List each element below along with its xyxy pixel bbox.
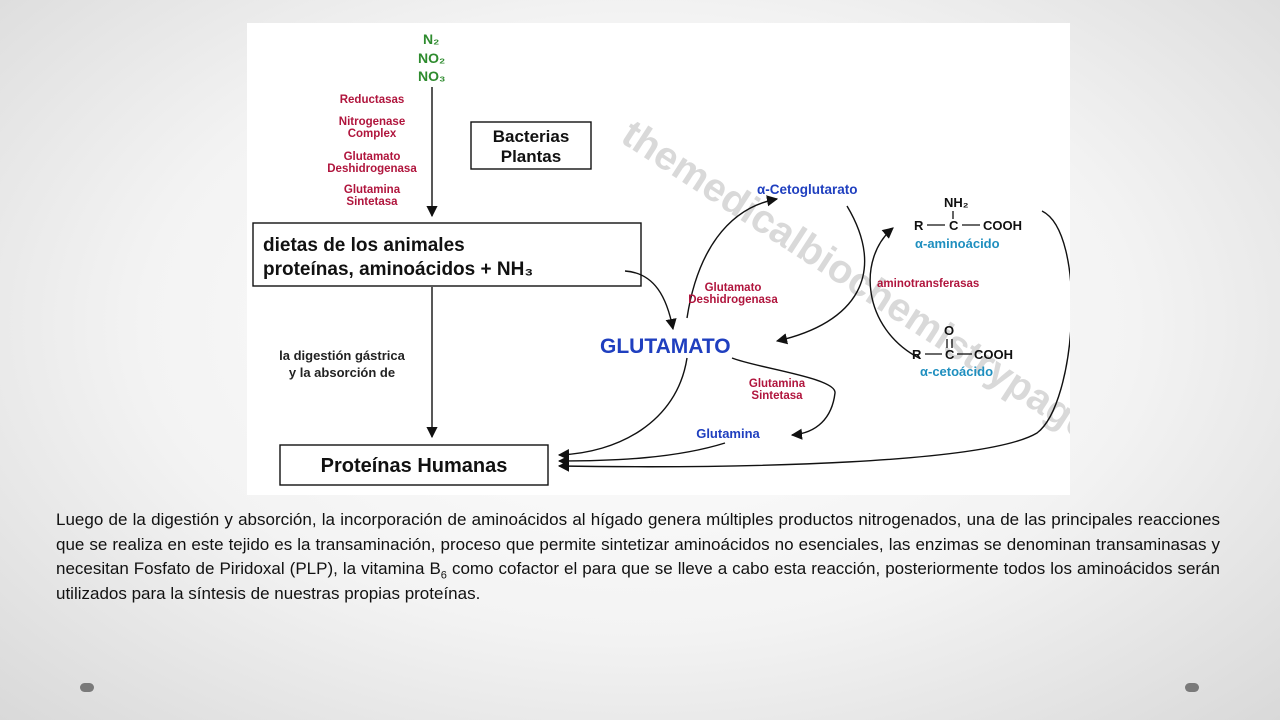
aminoacid-cooh: COOH [983, 218, 1022, 233]
ketoacid-cooh: COOH [974, 347, 1013, 362]
aminoacid-c: C [949, 218, 959, 233]
dietas-box [252, 222, 642, 287]
caption-subscript: 6 [440, 569, 447, 582]
arrow-glutamina-to-proteinas [557, 442, 726, 467]
arrow-glutamato-to-proteinas [557, 357, 688, 461]
arrow-glutamato-to-cetoglutarato [686, 195, 779, 319]
watermark-text: themedicalbiochemistrypage.org [614, 112, 1070, 490]
cetoglutarato-label: α-Cetoglutarato [757, 182, 858, 197]
caption-paragraph: Luego de la digestión y absorción, la in… [56, 508, 1220, 606]
ketoacid-o: O [944, 323, 954, 338]
arrow-aminoacid-to-proteinas [557, 210, 1070, 472]
arrow-glutamato-to-glutamina [731, 357, 836, 440]
arrow-cetoglutarato-to-glutamato [775, 205, 866, 345]
aminotransferasas-label: aminotransferasas [877, 278, 979, 290]
glutamina-s-left-1: Glutamina [344, 184, 401, 196]
decorative-dot-left [80, 683, 94, 692]
no2-label: NO₂ [418, 50, 445, 66]
ketoacid-r: R [912, 347, 922, 362]
ketoacid-name: α-cetoácido [920, 364, 993, 379]
proteinas-humanas-label: Proteínas Humanas [321, 455, 508, 477]
n2-label: N₂ [423, 31, 439, 47]
bacterias-plantas-box [470, 121, 592, 170]
aminoacid-name: α-aminoácido [915, 236, 1000, 251]
glutamato-dh-left-1: Glutamato [344, 151, 401, 163]
glutamina-s-right-1: Glutamina [749, 378, 806, 390]
ketoacid-c: C [945, 347, 955, 362]
glutamina-s-left-2: Sintetasa [346, 196, 398, 208]
nitrogenase-label-2: Complex [348, 128, 397, 140]
glutamato-dh-left-2: Deshidrogenasa [327, 163, 417, 175]
caption-text-part2: como cofactor el para que se lleve a cab… [56, 559, 1220, 603]
decorative-dot-right [1185, 683, 1199, 692]
diagram-svg: themedicalbiochemistrypage.org N₂ NO₂ NO… [252, 31, 1070, 490]
glutamato-label: GLUTAMATO [600, 335, 731, 358]
arrow-ketoacid-to-aminoacid [869, 227, 920, 359]
nitrogenase-label-1: Nitrogenase [339, 116, 405, 128]
bacterias-label: Bacterias [493, 127, 570, 146]
caption-text-part1: Luego de la digestión y absorción, la in… [56, 510, 1220, 578]
glutamato-dh-right-1: Glutamato [705, 282, 762, 294]
glutamina-label: Glutamina [696, 426, 760, 441]
dietas-line-2: proteínas, aminoácidos + NH₃ [263, 259, 533, 280]
proteinas-humanas-box [279, 444, 549, 486]
digestion-line-2: y la absorción de [289, 365, 395, 380]
aminoacid-nh2: NH₂ [944, 195, 969, 210]
glutamina-s-right-2: Sintetasa [751, 390, 803, 402]
glutamato-dh-right-2: Deshidrogenasa [688, 294, 778, 306]
digestion-line-1: la digestión gástrica [279, 348, 405, 363]
aminoacid-r: R [914, 218, 924, 233]
nitrogen-metabolism-diagram: themedicalbiochemistrypage.org N₂ NO₂ NO… [247, 23, 1070, 495]
no3-label: NO₃ [418, 68, 445, 84]
dietas-line-1: dietas de los animales [263, 235, 465, 256]
arrow-nh3-to-glutamato [624, 270, 677, 331]
reductasas-label: Reductasas [340, 94, 405, 106]
plantas-label: Plantas [501, 147, 561, 166]
